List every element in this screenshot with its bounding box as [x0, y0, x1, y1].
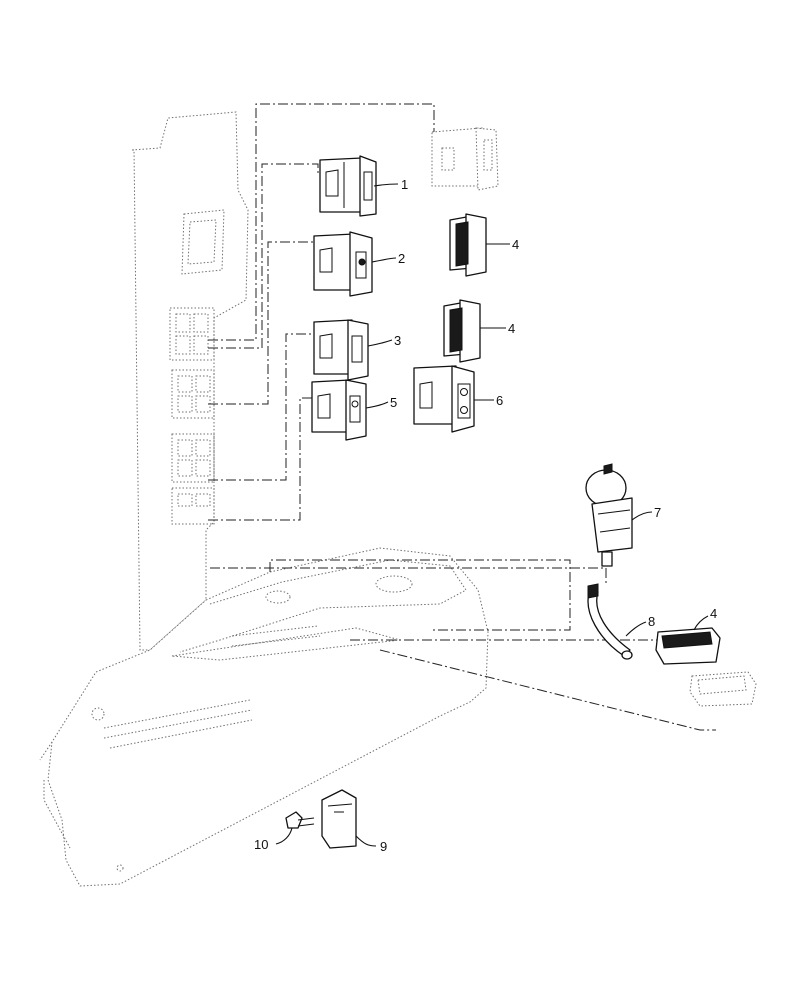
rocker-switch-2 [313, 231, 373, 297]
rocker-switch-5 [311, 379, 367, 441]
blank-plug-lower [655, 627, 721, 665]
rocker-switch-3 [313, 319, 369, 381]
switch-opening-grid [169, 307, 215, 525]
bracket-9 [321, 789, 357, 849]
console-panel-outline [39, 111, 489, 887]
reference-switch-ghost [431, 127, 499, 191]
callout-labels: 1 2 3 4 4 5 6 7 8 4 9 10 [254, 177, 717, 854]
blank-plug-ghost [689, 671, 757, 707]
callout-3: 3 [394, 333, 401, 348]
callout-10: 10 [254, 837, 268, 852]
screw-10 [285, 811, 315, 829]
blank-plug-upper [449, 213, 487, 277]
callout-2: 2 [398, 251, 405, 266]
blank-plug-middle [443, 299, 481, 363]
callout-9: 9 [380, 839, 387, 854]
callout-6: 6 [496, 393, 503, 408]
callout-4-upper: 4 [512, 237, 519, 252]
callout-4-lower: 4 [710, 606, 717, 621]
callout-7: 7 [654, 505, 661, 520]
rocker-switch-6 [413, 365, 475, 433]
power-socket-7 [585, 463, 633, 567]
callout-8: 8 [648, 614, 655, 629]
rocker-switch-1 [319, 155, 377, 217]
callout-4-middle: 4 [508, 321, 515, 336]
callout-5: 5 [390, 395, 397, 410]
callout-1: 1 [401, 177, 408, 192]
alignment-lines [208, 103, 716, 731]
leader-lines [275, 183, 709, 847]
wire-harness-8 [587, 583, 633, 660]
